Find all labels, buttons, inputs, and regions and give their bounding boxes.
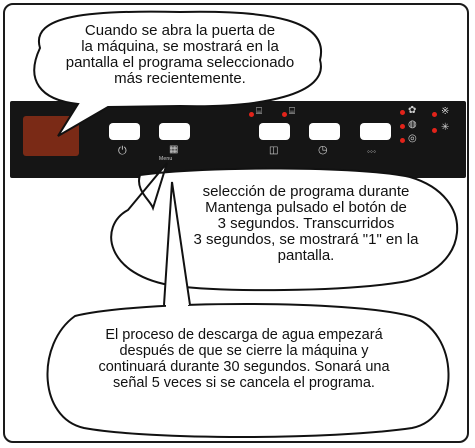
bottom-line-4: señal 5 veces si se cancela el programa. xyxy=(113,375,375,391)
top-callout-bubble xyxy=(33,10,323,137)
glass-icon: ◍ xyxy=(408,119,417,130)
top-callout-text: Cuando se abra la puerta de la máquina, … xyxy=(34,23,326,87)
bottom-callout-text: El proceso de descarga de agua empezará … xyxy=(44,327,444,391)
bottom-callout-bubble xyxy=(46,303,450,438)
led-rinse-aid xyxy=(432,112,437,117)
function-button[interactable] xyxy=(360,123,391,140)
middle-line-2: Mantenga pulsado el botón de xyxy=(205,199,407,216)
middle-callout-text: selección de programa durante Mantenga p… xyxy=(146,184,466,264)
top-line-1: Cuando se abra la puerta de xyxy=(84,22,276,39)
program-label: Menu xyxy=(159,156,173,162)
delay-button[interactable] xyxy=(309,123,340,140)
upper-rack-icon: ⌸ xyxy=(256,106,262,117)
middle-line-3: 3 segundos. Transcurridos xyxy=(217,215,395,232)
rinse-aid-icon: ※ xyxy=(441,106,450,117)
led-indicator-2 xyxy=(400,124,405,129)
top-line-2: la máquina, se mostrará en la xyxy=(81,38,279,55)
middle-line-4: 3 segundos, se mostrará "1" en la xyxy=(193,231,419,248)
middle-line-1: selección de programa durante xyxy=(202,183,410,200)
half-load-icon: ◫ xyxy=(269,145,279,156)
dish-icon: ◎ xyxy=(408,133,417,144)
bottom-line-2: después de que se cierre la máquina y xyxy=(119,343,369,359)
led-upper-rack xyxy=(249,112,254,117)
program-button[interactable] xyxy=(159,123,190,140)
bottom-line-3: continuará durante 30 segundos. Sonará u… xyxy=(98,359,390,375)
half-load-button[interactable] xyxy=(259,123,290,140)
middle-callout-bubble xyxy=(110,162,459,292)
power-button[interactable] xyxy=(109,123,140,140)
lower-rack-icon: ⌸ xyxy=(289,106,295,117)
salt-icon: ✳ xyxy=(441,122,450,133)
options-dots: ◦◦◦ xyxy=(367,147,377,156)
led-salt xyxy=(432,128,437,133)
led-indicator-3 xyxy=(400,138,405,143)
bottom-line-1: El proceso de descarga de agua empezará xyxy=(105,327,383,343)
top-line-4: más recientemente. xyxy=(114,70,246,87)
program-icon: ▦ xyxy=(169,144,179,155)
led-indicator-1 xyxy=(400,110,405,115)
led-lower-rack xyxy=(282,112,287,117)
clock-icon: ◷ xyxy=(318,144,328,156)
middle-line-5: pantalla. xyxy=(277,247,335,264)
eco-icon: ✿ xyxy=(408,105,417,116)
power-icon: ⏻ xyxy=(118,145,127,157)
top-line-3: pantalla el programa seleccionado xyxy=(65,54,295,71)
